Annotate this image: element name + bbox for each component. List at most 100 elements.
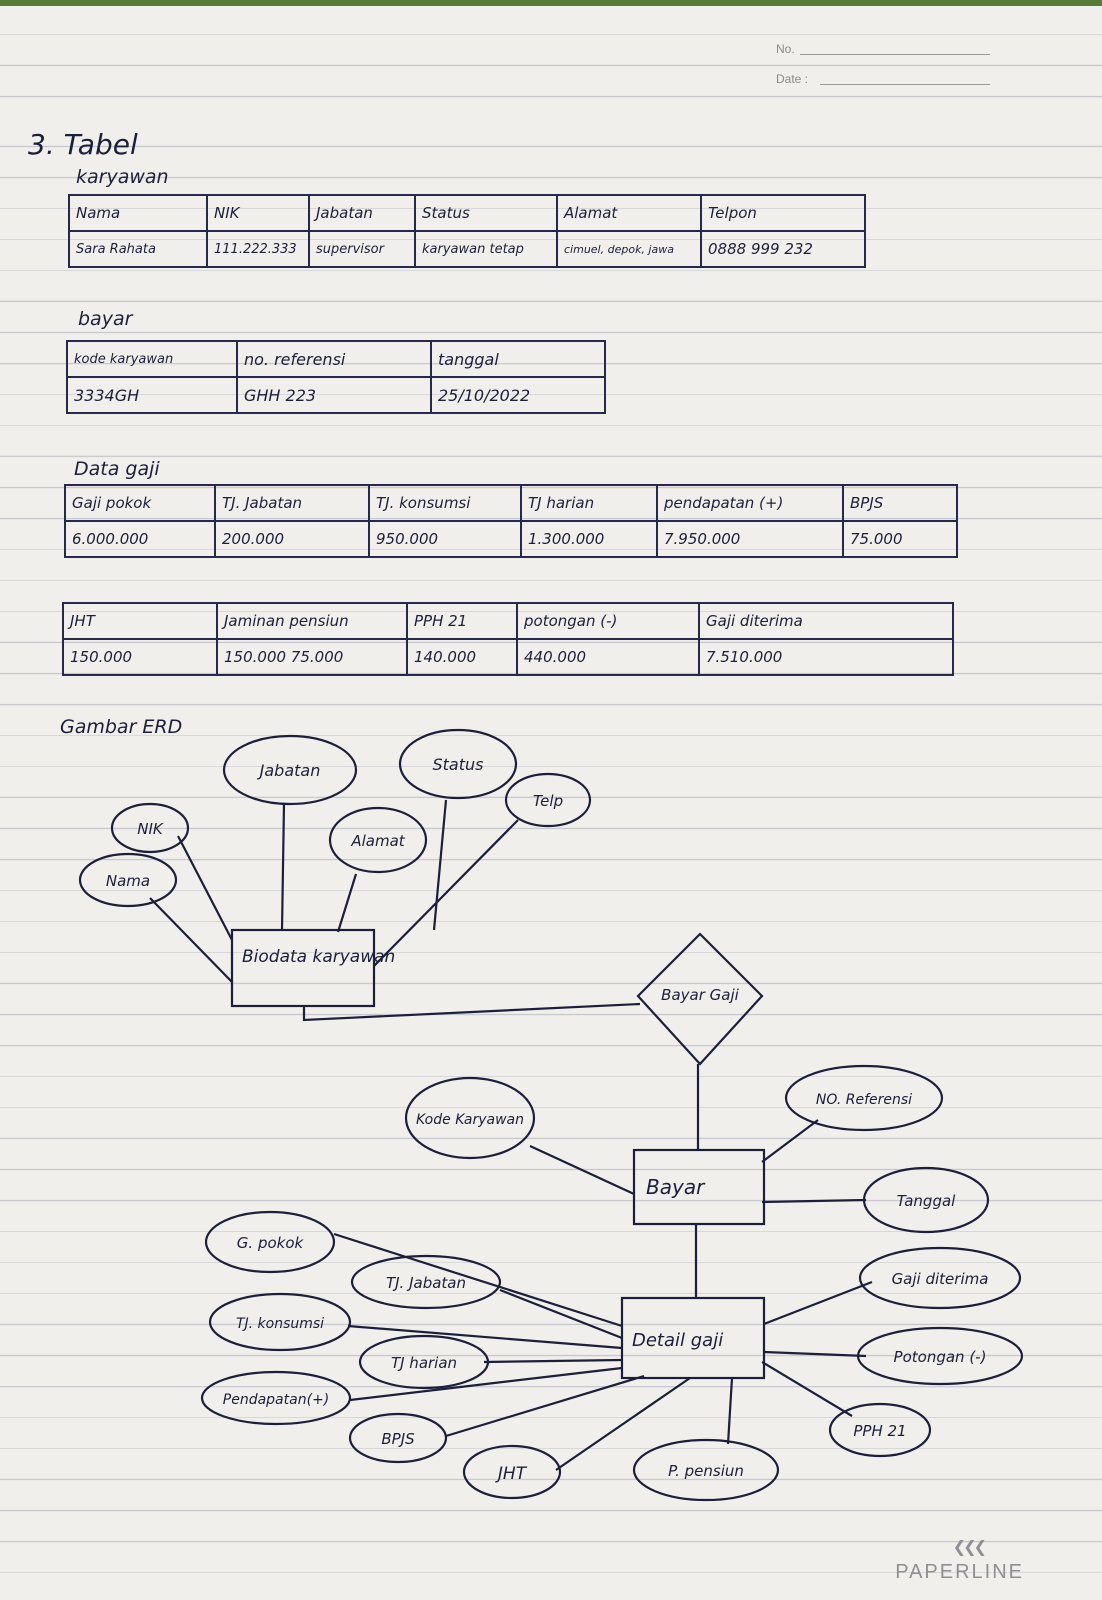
attr-potongan-ellipse (856, 1326, 1024, 1386)
table-header-row: kode karyawan no. referensi tanggal (66, 340, 606, 378)
attr-status-ellipse (398, 728, 518, 800)
attr-tj-jabatan-ellipse (350, 1254, 502, 1310)
table-row: 3334GH GHH 223 25/10/2022 (66, 376, 606, 414)
erd-title: Gambar ERD (60, 716, 183, 738)
table-header-cell: NIK (206, 194, 310, 232)
attr-bpjs-label: BPJS (381, 1430, 415, 1448)
table-cell: GHH 223 (236, 376, 432, 414)
table-header-cell: Gaji pokok (64, 484, 216, 522)
connector-line (445, 1374, 645, 1438)
entity-bayar-box (632, 1148, 766, 1226)
table-row: 150.000 150.000 75.000 140.000 440.000 7… (62, 638, 954, 676)
entity-detail-gaji-label: Detail gaji (632, 1330, 723, 1351)
entity-detail-gaji-box (620, 1296, 766, 1380)
table-cell: 25/10/2022 (430, 376, 606, 414)
no-label: No. (776, 42, 795, 56)
table-header-cell: Jabatan (308, 194, 416, 232)
attr-g-pokok-ellipse (204, 1210, 336, 1274)
erd-connectors (149, 799, 873, 1471)
attr-tanggal-ellipse (862, 1166, 990, 1234)
connector-line (177, 835, 233, 941)
attr-nik-label: NIK (137, 820, 164, 838)
paperline-logo-icon: ❮❮❮ (952, 1537, 987, 1556)
table-cell: 950.000 (368, 520, 522, 558)
cover-edge (0, 0, 1102, 6)
connector-line (302, 1002, 641, 1022)
attr-alamat-label: Alamat (350, 832, 405, 850)
entity-bayar-label: Bayar (646, 1175, 706, 1199)
connector-line (336, 873, 358, 933)
attr-bpjs-ellipse (348, 1412, 448, 1464)
table-cell: 6.000.000 (64, 520, 216, 558)
table-cell: 7.950.000 (656, 520, 844, 558)
table-cell: 150.000 (62, 638, 218, 676)
connector-line (373, 819, 519, 967)
table-cell: supervisor (308, 230, 416, 268)
no-line (800, 54, 990, 55)
attr-gaji-diterima-ellipse (858, 1246, 1022, 1310)
table-header-cell: TJ. konsumsi (368, 484, 522, 522)
attr-kode-karyawan-ellipse (404, 1076, 536, 1160)
table-cell: 75.000 (842, 520, 958, 558)
connector-line (347, 1324, 623, 1350)
attr-jabatan-label: Jabatan (257, 761, 321, 780)
table-header-cell: PPH 21 (406, 602, 518, 640)
attr-tj-harian-ellipse (358, 1334, 490, 1390)
brand-name: PAPERLINE (895, 1561, 1024, 1583)
table-header-cell: tanggal (430, 340, 606, 378)
table-row: Sara Rahata 111.222.333 supervisor karya… (68, 230, 866, 268)
table-cell: karyawan tetap (414, 230, 558, 268)
attr-tj-jabatan-label: TJ. Jabatan (386, 1274, 466, 1292)
table-header-row: Nama NIK Jabatan Status Alamat Telpon (68, 194, 866, 232)
table-data-gaji: Gaji pokok TJ. Jabatan TJ. konsumsi TJ h… (64, 484, 958, 558)
table-cell: 140.000 (406, 638, 518, 676)
connector-line (483, 1358, 623, 1364)
table-label-karyawan: karyawan (76, 166, 169, 188)
table-header-cell: Gaji diterima (698, 602, 954, 640)
table-cell: Sara Rahata (68, 230, 208, 268)
table-header-cell: TJ harian (520, 484, 658, 522)
attr-no-referensi-label: NO. Referensi (816, 1092, 912, 1108)
connector-line (149, 897, 233, 983)
attr-jht-ellipse (462, 1444, 562, 1500)
table-header-cell: pendapatan (+) (656, 484, 844, 522)
connector-line (555, 1377, 691, 1471)
table-cell: 440.000 (516, 638, 700, 676)
table-cell: cimuel, depok, jawa (556, 230, 702, 268)
attr-jabatan-ellipse (222, 734, 358, 806)
connector-line (499, 1288, 623, 1340)
connector-line (349, 1366, 623, 1402)
connector-line (761, 1198, 867, 1204)
table-label-data-gaji: Data gaji (74, 458, 160, 480)
attr-jht-label: JHT (495, 1464, 528, 1484)
table-header-row: Gaji pokok TJ. Jabatan TJ. konsumsi TJ h… (64, 484, 958, 522)
attr-pph21-label: PPH 21 (853, 1422, 906, 1440)
attr-pendapatan-ellipse (200, 1370, 352, 1426)
attr-p-pensiun-ellipse (632, 1438, 780, 1502)
attr-gaji-diterima-label: Gaji diterima (892, 1270, 989, 1288)
table-header-cell: Status (414, 194, 558, 232)
connector-line (761, 1361, 853, 1417)
table-cell: 3334GH (66, 376, 238, 414)
table-header-cell: potongan (-) (516, 602, 700, 640)
attr-nama-label: Nama (106, 872, 150, 890)
table-bayar: kode karyawan no. referensi tanggal 3334… (66, 340, 606, 414)
attr-nama-ellipse (78, 852, 178, 908)
attr-pendapatan-label: Pendapatan(+) (223, 1392, 329, 1408)
connector-line (333, 1232, 623, 1328)
connector-line (432, 799, 448, 931)
table-cell: 111.222.333 (206, 230, 310, 268)
attr-tanggal-label: Tanggal (897, 1192, 957, 1210)
table-header-cell: JHT (62, 602, 218, 640)
table-header-cell: Telpon (700, 194, 866, 232)
table-header-cell: BPJS (842, 484, 958, 522)
connector-line (763, 1280, 873, 1326)
attr-status-label: Status (433, 755, 484, 774)
table-header-cell: TJ. Jabatan (214, 484, 370, 522)
attr-no-referensi-ellipse (784, 1064, 944, 1132)
attr-p-pensiun-label: P. pensiun (668, 1462, 744, 1480)
attr-telp-label: Telp (533, 792, 563, 810)
attr-g-pokok-label: G. pokok (237, 1234, 305, 1252)
attr-tj-harian-label: TJ harian (391, 1354, 457, 1372)
